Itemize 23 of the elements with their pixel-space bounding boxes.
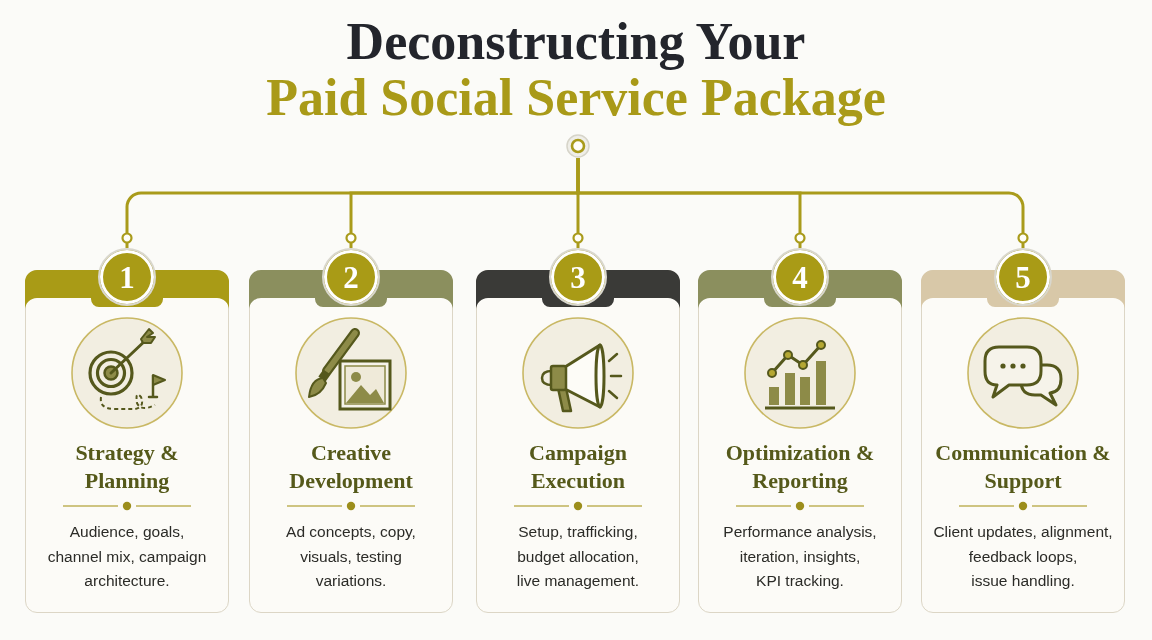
step-number: 2 — [343, 261, 359, 293]
step-title: Strategy & Planning — [75, 439, 179, 495]
connector-line — [576, 158, 1029, 248]
number-badge — [322, 248, 380, 306]
step-number: 5 — [1015, 261, 1031, 293]
step-number: 4 — [792, 261, 808, 293]
step-number: 3 — [570, 261, 586, 293]
step-description: Performance analysis, iteration, insights, KPI tracking. — [723, 522, 877, 591]
step-description: Setup, trafficking, budget allocation, live management. — [516, 522, 640, 591]
number-badge — [549, 248, 607, 306]
number-badge — [771, 248, 829, 306]
step-title: Creative Development — [289, 439, 413, 495]
hub-circle — [566, 134, 590, 158]
step-description: Ad concepts, copy, visuals, testing variations. — [286, 522, 416, 591]
title: Deconstructing Your Paid Social Service Package — [266, 14, 886, 126]
step-title: Campaign Execution — [529, 439, 627, 495]
number-badge — [994, 248, 1052, 306]
step-title: Communication & Support — [935, 439, 1111, 495]
step-description: Client updates, alignment, feedback loops, issue handling. — [933, 522, 1113, 591]
step-title: Optimization & Reporting — [725, 439, 875, 495]
number-badge — [98, 248, 156, 306]
step-number: 1 — [119, 261, 135, 293]
step-description: Audience, goals, channel mix, campaign architecture. — [47, 522, 207, 591]
